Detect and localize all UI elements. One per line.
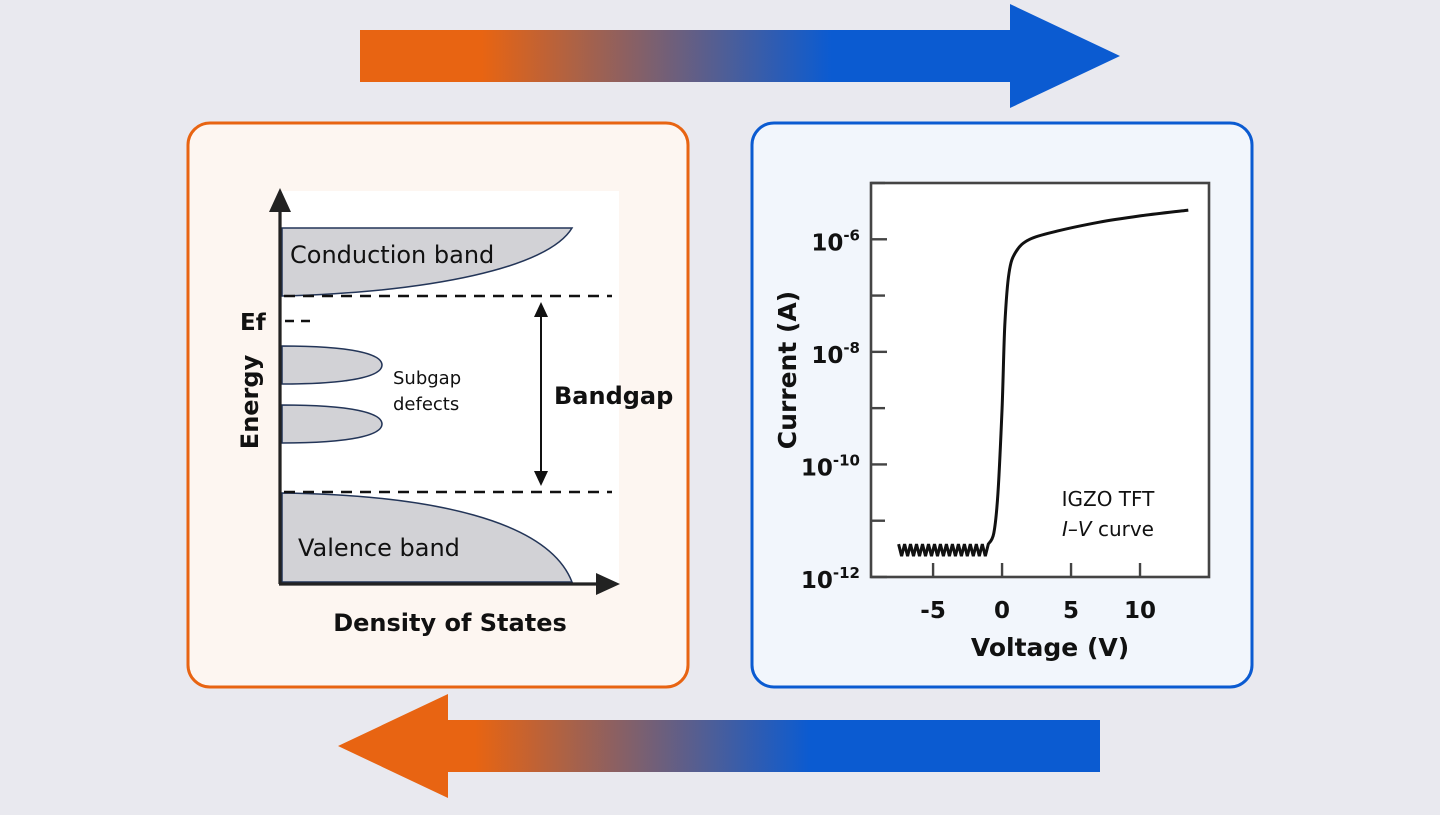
dos-axis-arrowhead [596, 573, 620, 595]
energy-axis-arrowhead [269, 188, 291, 212]
y-tick-label-exponent: -6 [843, 226, 860, 244]
y-tick-label: 10-8 [811, 339, 860, 369]
subgap-label-line2: defects [393, 394, 459, 415]
x-tick-label: 5 [1063, 598, 1079, 624]
fermi-level-label: Ef [240, 310, 267, 336]
valence-band-shape [281, 492, 574, 583]
valence-band-label: Valence band [298, 534, 460, 562]
y-tick-label: 10-12 [801, 564, 860, 594]
x-tick-label: -5 [920, 598, 946, 624]
y-tick-label-base: 10 [801, 455, 833, 481]
bandgap-arrowhead-down [534, 471, 548, 486]
y-tick-label-exponent: -12 [833, 564, 860, 582]
y-tick-label-exponent: -10 [833, 451, 860, 469]
conduction-band-shape [281, 227, 574, 297]
top-right-arrow [360, 4, 1120, 108]
iv-xlabel: Voltage (V) [971, 633, 1129, 662]
bandgap-arrowhead-up [534, 302, 548, 317]
iv-tick-marks [871, 181, 1142, 579]
iv-ylabel: Current (A) [773, 291, 802, 449]
x-tick-label: 0 [994, 598, 1010, 624]
iv-note-line1: IGZO TFT [1062, 487, 1156, 511]
y-tick-label-base: 10 [801, 568, 833, 594]
y-tick-label-base: 10 [811, 230, 843, 256]
subgap-defect-lobe-upper [281, 345, 383, 385]
y-tick-label-exponent: -8 [843, 339, 860, 357]
y-tick-label: 10-6 [811, 226, 860, 256]
subgap-label-line1: Subgap [393, 368, 461, 389]
conduction-band-label: Conduction band [290, 241, 494, 269]
y-tick-label: 10-10 [801, 451, 860, 481]
dos-axis-label: Density of States [333, 609, 567, 637]
iv-note-italic: I–V [1062, 517, 1093, 541]
iv-plot-frame [869, 181, 1211, 579]
iv-note-rest: curve [1092, 517, 1154, 541]
iv-curve-line [897, 208, 1189, 557]
y-tick-label-base: 10 [811, 343, 843, 369]
bottom-left-arrow [338, 694, 1100, 798]
x-tick-label: 10 [1124, 598, 1156, 624]
iv-note-line2: I–V curve [1062, 517, 1154, 541]
energy-axis-label: Energy [236, 354, 264, 449]
bandgap-label: Bandgap [554, 382, 673, 410]
subgap-defect-lobe-lower [281, 404, 383, 444]
